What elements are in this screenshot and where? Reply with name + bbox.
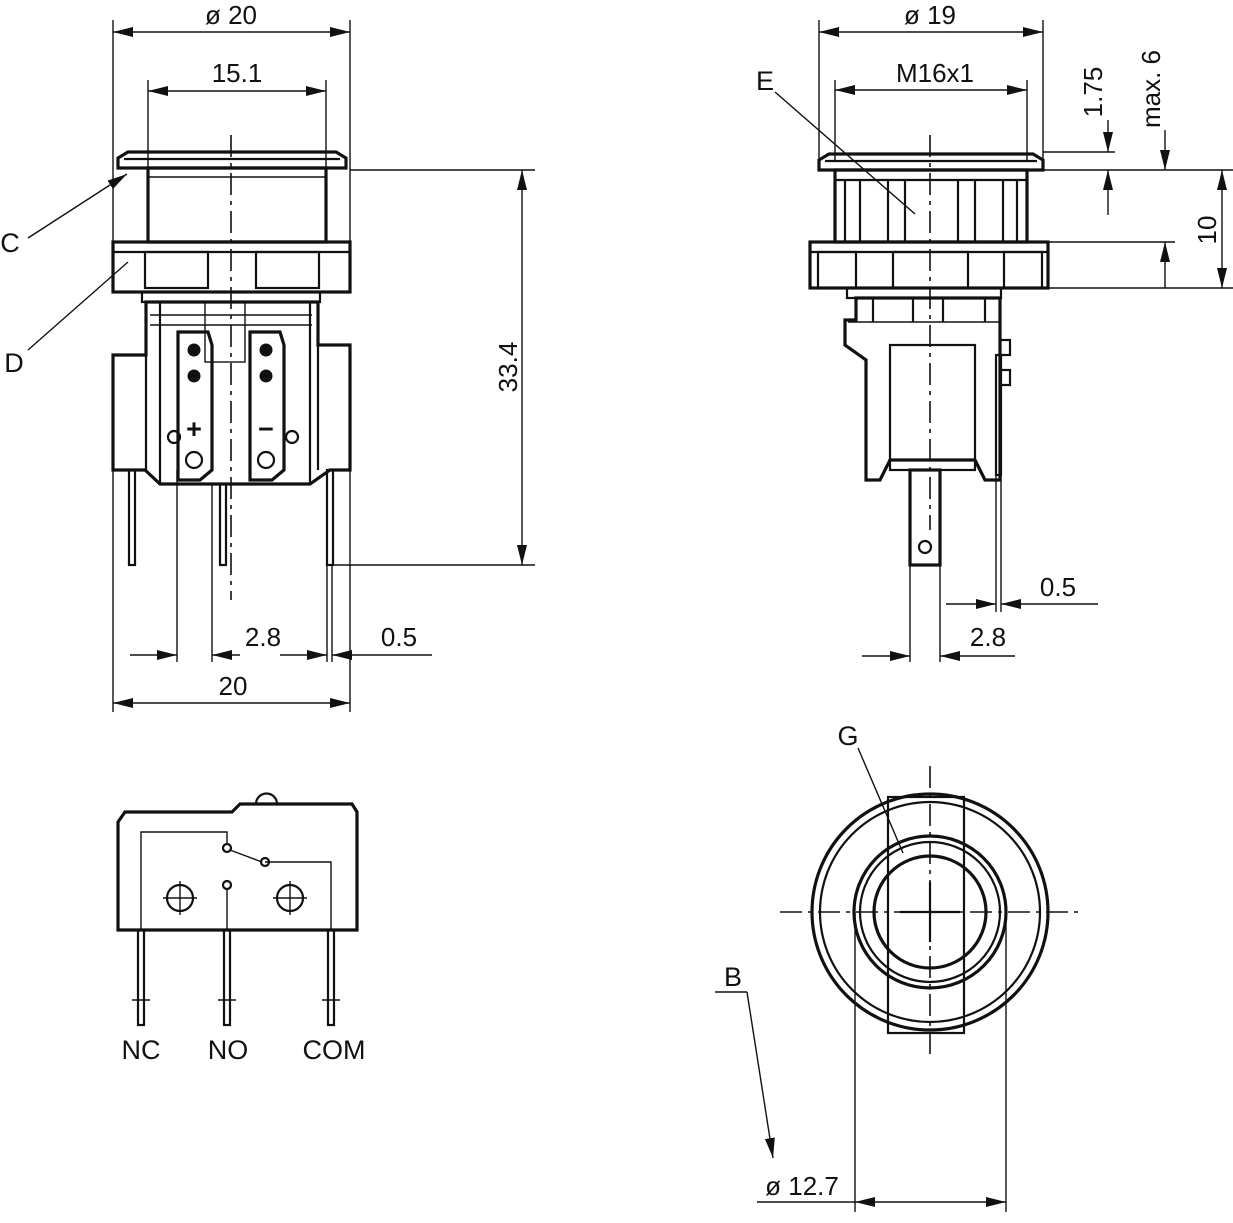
front-view: ø 20 15.1 + xyxy=(0,0,535,712)
dim-side-diameter: ø 19 xyxy=(904,0,956,30)
side-mounting-nut xyxy=(808,240,1050,290)
pin-com xyxy=(325,468,335,567)
schematic-actuator xyxy=(254,792,279,805)
plus-symbol: + xyxy=(186,414,202,444)
plus-terminal xyxy=(176,330,214,482)
label-com: COM xyxy=(303,1035,366,1065)
dim-inner-width: 15.1 xyxy=(212,58,263,88)
pin-nc xyxy=(127,468,137,567)
dim-thread: M16x1 xyxy=(896,58,974,88)
side-pin xyxy=(908,468,942,567)
pin-no xyxy=(218,482,228,567)
dim-bezel-height: 1.75 xyxy=(1078,67,1108,118)
label-nc: NC xyxy=(122,1035,161,1065)
dim-side-pin-thickness: 0.5 xyxy=(1040,572,1076,602)
dim-height: 33.4 xyxy=(493,342,523,393)
minus-terminal xyxy=(248,330,286,482)
schematic-pin-no xyxy=(222,928,232,1027)
side-pin-thin xyxy=(994,353,1003,477)
dim-outer-diameter: ø 20 xyxy=(205,0,257,30)
bottom-view-housing xyxy=(886,795,966,1035)
dim-bottom-diameter: ø 12.7 xyxy=(765,1171,839,1201)
dim-side-pin-pitch: 2.8 xyxy=(970,622,1006,652)
schematic-pin-nc xyxy=(136,928,146,1027)
button-body xyxy=(146,166,328,244)
schematic-pin-com xyxy=(326,928,336,1027)
dim-side-height: 10 xyxy=(1192,216,1222,245)
dim-base-width: 20 xyxy=(219,671,248,701)
side-switch-housing xyxy=(843,296,1002,482)
callout-e: E xyxy=(756,66,774,96)
dim-pin-thickness: 0.5 xyxy=(381,622,417,652)
bottom-view: ø 12.7 G B xyxy=(715,721,1078,1212)
callout-c: C xyxy=(0,228,20,258)
side-view: ø 19 M16x1 xyxy=(756,0,1233,662)
callout-g: G xyxy=(837,721,858,751)
switch-schematic: NC NO COM xyxy=(116,792,366,1065)
callout-d: D xyxy=(4,348,24,378)
minus-symbol: − xyxy=(258,414,274,444)
dim-max-panel: max. 6 xyxy=(1136,50,1166,128)
dim-pin-pitch: 2.8 xyxy=(245,622,281,652)
schematic-housing xyxy=(116,802,359,932)
button-cap xyxy=(116,150,348,170)
label-no: NO xyxy=(208,1035,249,1065)
callout-b: B xyxy=(724,962,742,992)
